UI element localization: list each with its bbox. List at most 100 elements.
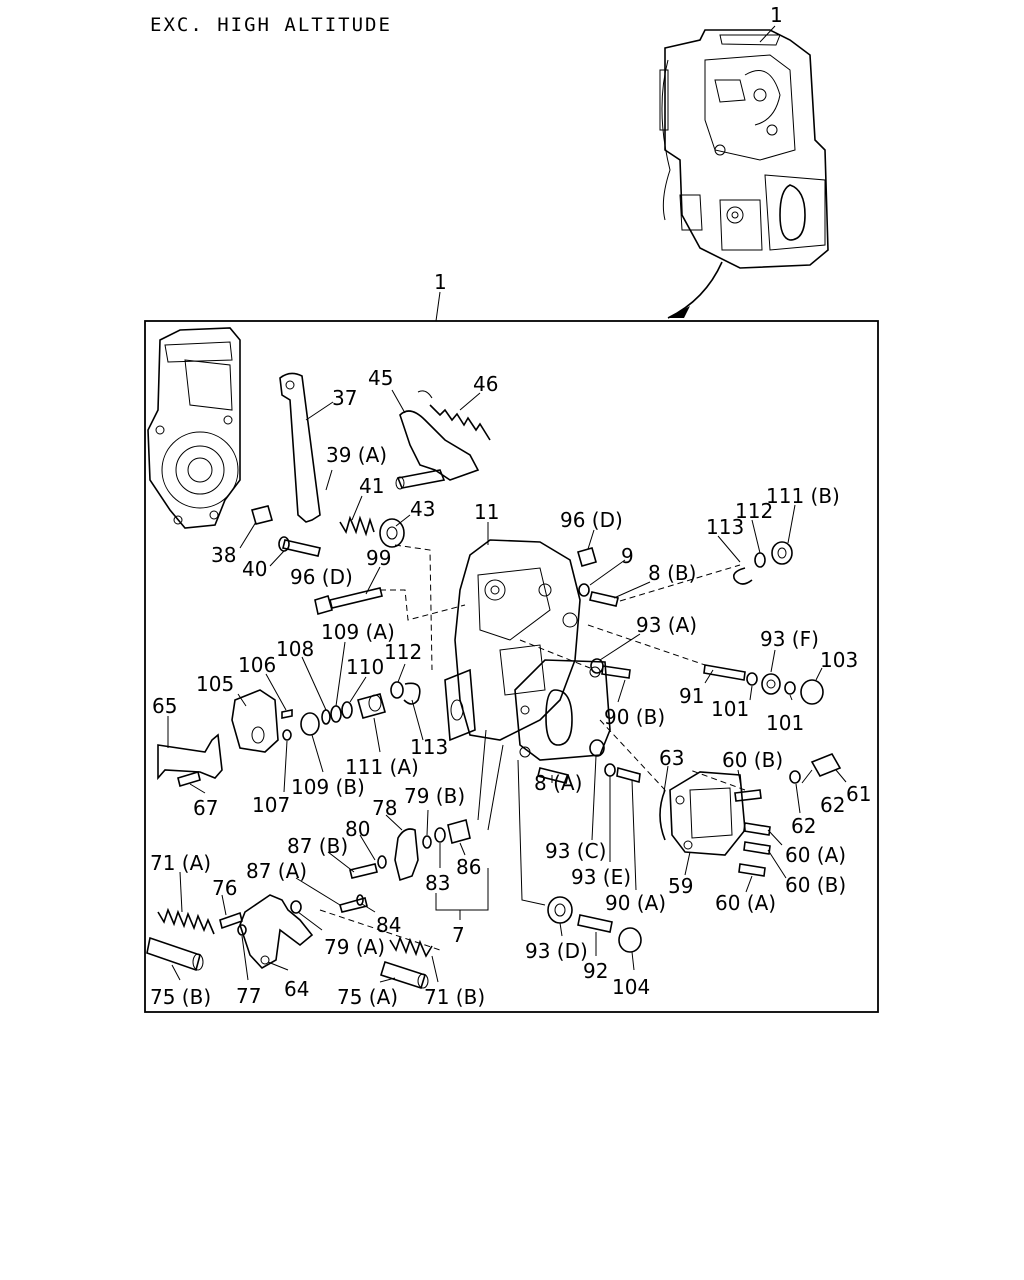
- callout-109a: 109 (A): [321, 620, 395, 644]
- plate-64-part: [239, 894, 314, 970]
- callout-79a: 79 (A): [324, 935, 385, 959]
- callout-101-a: 101: [711, 697, 749, 721]
- callout-108: 108: [276, 637, 314, 661]
- callout-67: 67: [193, 796, 218, 820]
- plug-111b-part: [771, 541, 793, 565]
- washer-108-part: [321, 709, 331, 725]
- callout-60b-top: 60 (B): [722, 748, 783, 772]
- callout-111b: 111 (B): [766, 484, 840, 508]
- spring-41-part: [339, 515, 375, 537]
- nut-93f-part: [761, 673, 781, 695]
- callout-63: 63: [659, 746, 684, 770]
- callout-7: 7: [452, 923, 465, 947]
- callout-62-a: 62: [791, 814, 816, 838]
- callout-45: 45: [368, 366, 393, 390]
- bracket-65-part: [157, 733, 223, 781]
- callout-99: 99: [366, 546, 391, 570]
- callout-11: 11: [474, 500, 499, 524]
- callout-75a: 75 (A): [337, 985, 398, 1009]
- bolt-8a-part: [537, 767, 569, 784]
- callout-62-b: 62: [820, 793, 845, 817]
- cap-104-part: [618, 927, 642, 953]
- callout-113-b: 113: [410, 735, 448, 759]
- diagram-title: EXC. HIGH ALTITUDE: [150, 14, 392, 36]
- callout-38: 38: [211, 543, 236, 567]
- callout-87a: 87 (A): [246, 859, 307, 883]
- bolt-60b-bot-part: [743, 841, 771, 855]
- callout-37: 37: [332, 386, 357, 410]
- nut-43-part: [379, 518, 405, 548]
- washer-84-part: [356, 894, 364, 906]
- bolt-60a-bot-part: [738, 863, 766, 877]
- stud-90a-part: [616, 766, 641, 784]
- callout-107: 107: [252, 793, 290, 817]
- washer-79b-part: [422, 835, 432, 849]
- washer-101-b-part: [784, 681, 796, 695]
- callout-101-b: 101: [766, 711, 804, 735]
- washer-83-part: [434, 827, 446, 843]
- bolt-60b-top-part: [734, 789, 762, 802]
- callout-86: 86: [456, 855, 481, 879]
- detail-frame: [144, 320, 879, 1013]
- washer-77-part: [237, 924, 247, 936]
- callout-103: 103: [820, 648, 858, 672]
- ring-113-top-part: [732, 567, 753, 585]
- callout-96d-a: 96 (D): [560, 508, 623, 532]
- lever-78-part: [394, 828, 419, 882]
- callout-93e: 93 (E): [571, 865, 631, 889]
- callout-60b-bot: 60 (B): [785, 873, 846, 897]
- callout-79b: 79 (B): [404, 784, 465, 808]
- callout-104: 104: [612, 975, 650, 999]
- washer-80-part: [377, 855, 387, 869]
- bolt-8b-part: [589, 591, 619, 607]
- pump-body-11-part: [444, 539, 581, 742]
- callout-1-top: 1: [770, 3, 783, 27]
- washer-93e-part: [604, 763, 616, 777]
- callout-46: 46: [473, 372, 498, 396]
- bolt-38-part: [251, 505, 273, 525]
- bolt-92-part: [577, 914, 613, 933]
- cover-59-part: [669, 771, 746, 856]
- washer-109a-part: [330, 705, 342, 723]
- callout-112-b: 112: [384, 640, 422, 664]
- callout-39a: 39 (A): [326, 443, 387, 467]
- callout-80: 80: [345, 817, 370, 841]
- bolt-76-part: [219, 911, 243, 930]
- ring-110-part: [341, 701, 353, 719]
- callout-40: 40: [242, 557, 267, 581]
- bushing-111a-part: [357, 693, 386, 719]
- callout-41: 41: [359, 474, 384, 498]
- spring-71b-part: [389, 935, 433, 958]
- ring-113-b-part: [403, 682, 421, 705]
- callout-91: 91: [679, 684, 704, 708]
- callout-84: 84: [376, 913, 401, 937]
- sleeve-75b-part: [146, 936, 204, 972]
- spring-46-part: [417, 390, 491, 441]
- callout-61: 61: [846, 782, 871, 806]
- callout-93c: 93 (C): [545, 839, 606, 863]
- cap-103-part: [800, 679, 824, 705]
- callout-93f: 93 (F): [760, 627, 819, 651]
- callout-75b: 75 (B): [150, 985, 211, 1009]
- callout-1: 1: [434, 270, 447, 294]
- callout-105: 105: [196, 672, 234, 696]
- spacer-109b-part: [300, 712, 320, 736]
- callout-60a-r: 60 (A): [785, 843, 846, 867]
- callout-96d-b: 96 (D): [290, 565, 353, 589]
- callout-71b: 71 (B): [424, 985, 485, 1009]
- callout-111a: 111 (A): [345, 755, 419, 779]
- washer-9-part: [578, 583, 590, 597]
- nut-93c-part: [589, 739, 605, 757]
- stud-90b-part: [601, 665, 631, 679]
- callout-93a: 93 (A): [636, 613, 697, 637]
- washer-62-part: [789, 770, 801, 784]
- governor-housing-part: [147, 327, 241, 529]
- stud-91-part: [703, 664, 746, 681]
- callout-87b: 87 (B): [287, 834, 348, 858]
- callout-110: 110: [346, 655, 384, 679]
- callout-109b: 109 (B): [291, 775, 365, 799]
- spring-71a-part: [157, 907, 215, 935]
- bolt-40-part: [282, 539, 321, 557]
- callout-64: 64: [284, 977, 309, 1001]
